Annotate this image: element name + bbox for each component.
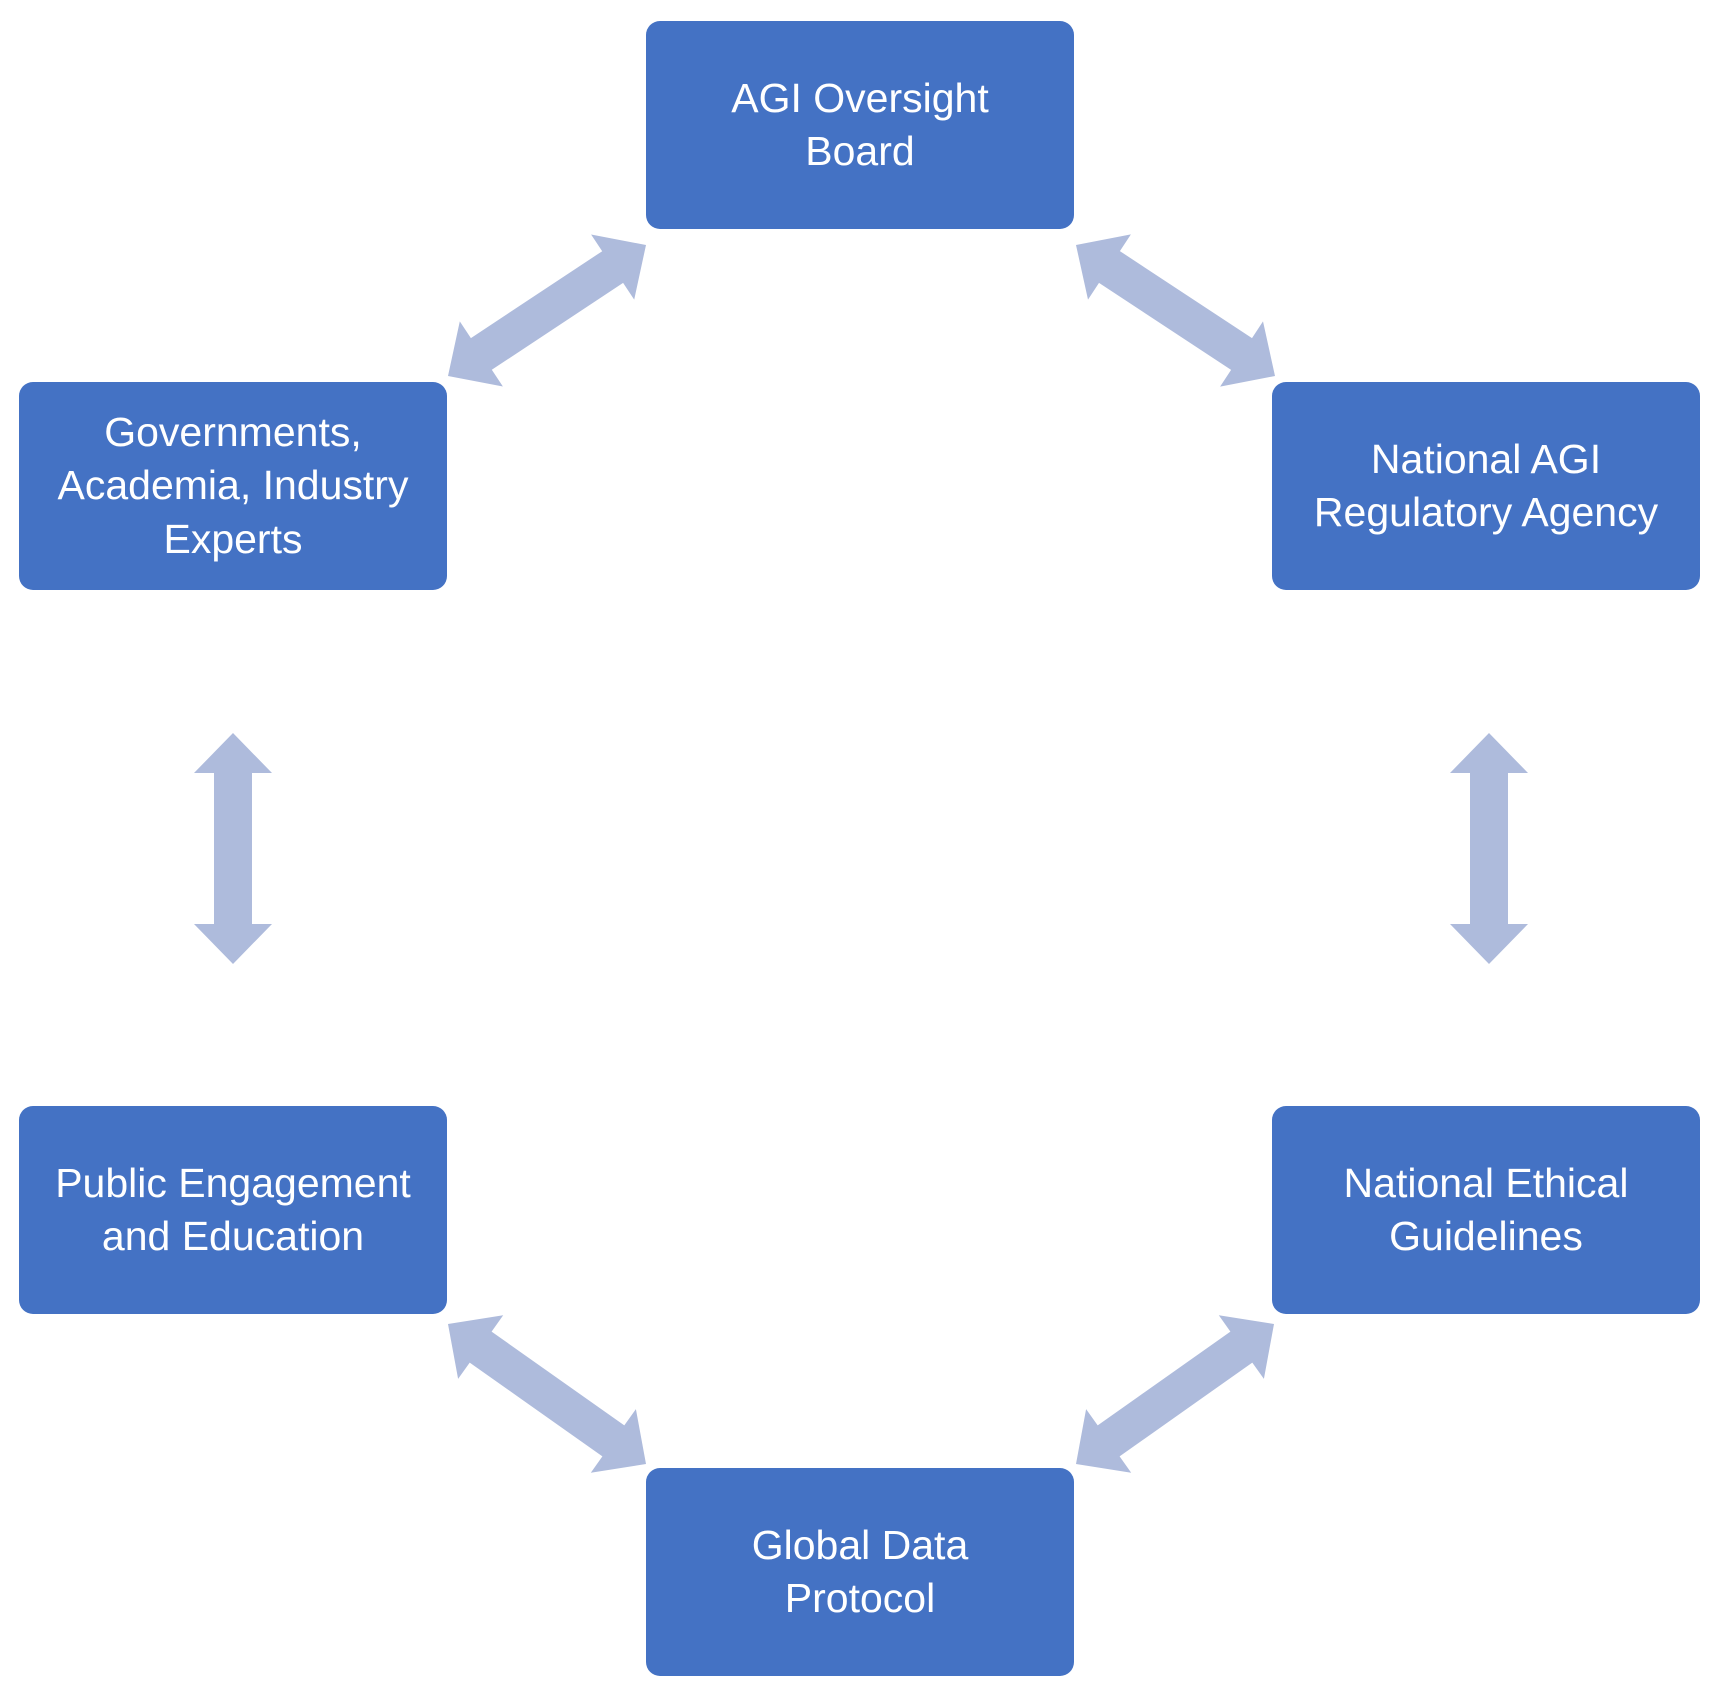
double-arrow-upper-left-to-top (448, 234, 646, 387)
node-agi-oversight-board: AGI Oversight Board (646, 21, 1074, 229)
double-arrow-top-to-upper-right (1076, 234, 1275, 387)
node-label-public-engagement-and-education: Public Engagement and Education (55, 1159, 411, 1259)
node-national-ethical-guidelines: National Ethical Guidelines (1272, 1106, 1700, 1314)
node-label-national-agi-regulatory-agency: National AGI Regulatory Agency (1313, 435, 1659, 535)
double-arrow-lower-right-to-bottom (1076, 1315, 1274, 1473)
node-global-data-protocol: Global Data Protocol (646, 1468, 1074, 1676)
node-label-global-data-protocol: Global Data Protocol (751, 1521, 969, 1621)
node-label-agi-oversight-board: AGI Oversight Board (731, 74, 989, 174)
node-national-agi-regulatory-agency: National AGI Regulatory Agency (1272, 382, 1700, 590)
node-label-governments-academia-industry-experts: Governments, Academia, Industry Experts (57, 409, 409, 562)
node-label-national-ethical-guidelines: National Ethical Guidelines (1343, 1159, 1629, 1259)
double-arrow-lower-left-to-upper-left (194, 733, 272, 964)
node-governments-academia-industry-experts: Governments, Academia, Industry Experts (19, 382, 447, 590)
node-public-engagement-and-education: Public Engagement and Education (19, 1106, 447, 1314)
double-arrow-bottom-to-lower-left (448, 1315, 646, 1473)
double-arrow-upper-right-to-lower-right (1450, 733, 1528, 964)
